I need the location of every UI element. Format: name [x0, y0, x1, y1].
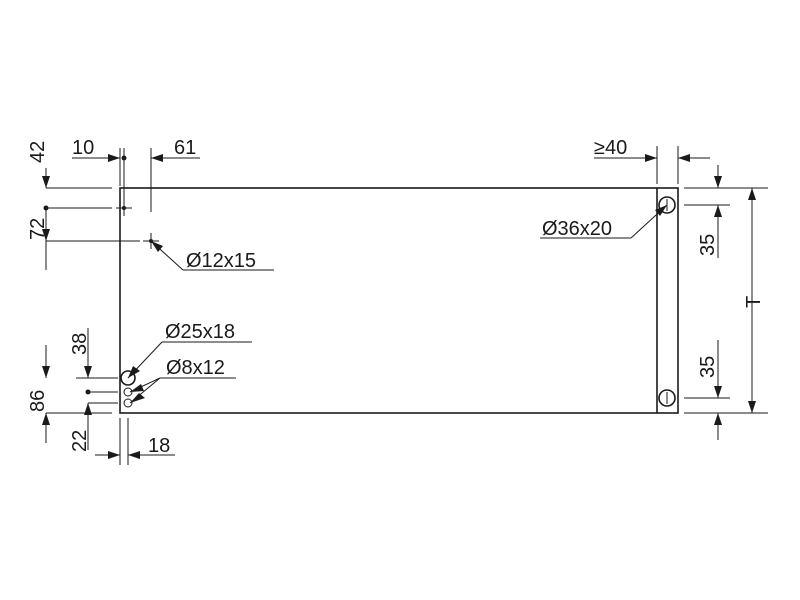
label-42: 42	[27, 141, 49, 163]
hole-top-left-marker	[116, 200, 132, 216]
dimension-right-extensions	[684, 187, 768, 414]
leader-12x15	[150, 240, 274, 271]
panel-outline	[119, 187, 679, 414]
label-hole-36x20: Ø36x20	[542, 218, 612, 240]
hole-36x20-bottom	[658, 389, 676, 407]
hole-25x18	[120, 370, 136, 386]
label-61: 61	[174, 137, 196, 159]
label-35-top: 35	[697, 234, 719, 256]
dimension-ge-40	[594, 146, 710, 184]
label-hole-12x15: Ø12x15	[186, 250, 256, 272]
dimension-10	[72, 148, 127, 200]
label-height-t: T	[743, 296, 765, 308]
leader-8x12	[129, 377, 236, 404]
dimension-18	[95, 418, 175, 465]
dimension-42	[42, 168, 112, 270]
dimension-35-bottom	[714, 340, 722, 440]
dimension-72	[42, 229, 140, 270]
label-86: 86	[27, 390, 49, 412]
dimension-22	[84, 389, 118, 450]
dimension-38	[76, 328, 118, 379]
label-ge-40: ≥40	[594, 137, 627, 159]
hole-8x12-upper	[123, 387, 133, 397]
dimension-height-t	[748, 188, 756, 413]
label-22: 22	[69, 430, 91, 452]
label-38: 38	[69, 333, 91, 355]
label-hole-25x18: Ø25x18	[165, 321, 235, 343]
label-10: 10	[72, 137, 94, 159]
leader-36x20	[540, 204, 668, 239]
label-18: 18	[148, 435, 170, 457]
label-72: 72	[27, 218, 49, 240]
dimension-35-top	[714, 165, 722, 258]
dimension-86	[42, 345, 112, 443]
label-35-bottom: 35	[697, 356, 719, 378]
leader-25x18	[127, 341, 252, 379]
hole-8x12-lower	[123, 398, 133, 408]
label-hole-8x12: Ø8x12	[166, 357, 225, 379]
dimension-61	[150, 148, 200, 212]
